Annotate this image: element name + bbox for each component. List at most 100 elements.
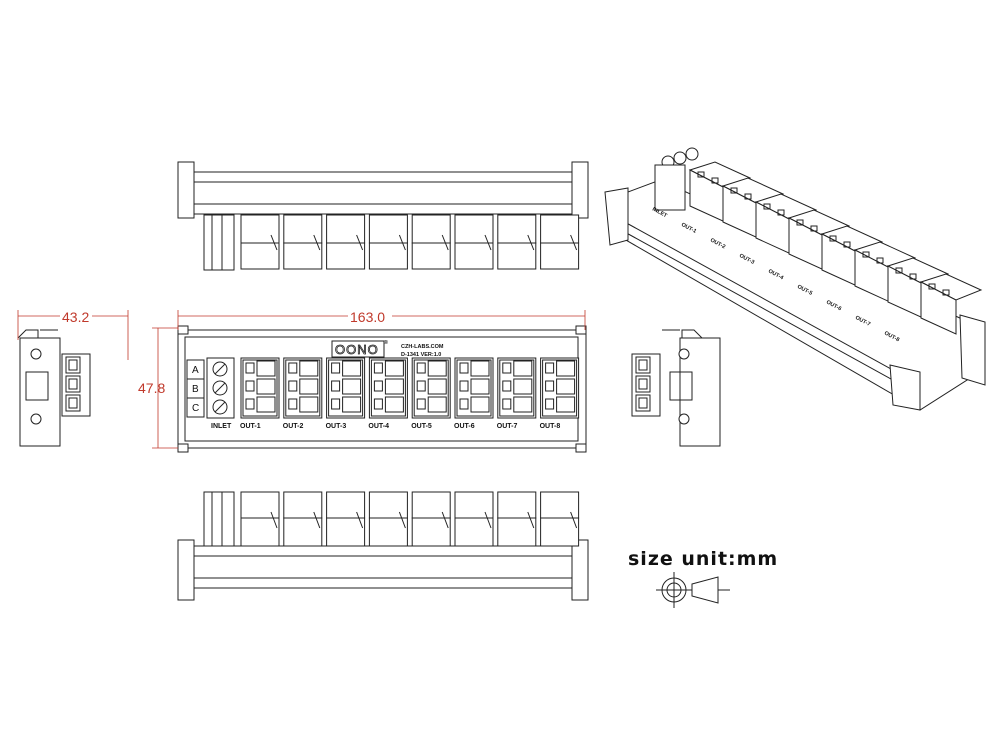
wire-entry [245,398,255,410]
output-label: OUT-4 [368,423,389,430]
release-button [299,378,319,395]
release-button [470,396,490,413]
terminal-label-b: B [192,384,199,395]
inlet-block [203,491,235,547]
dimension-length: 163.0 [350,309,385,325]
wire-entry [373,380,383,392]
bottom-view [177,491,589,601]
output-connector-inner [499,359,535,417]
output-label: OUT-5 [411,423,432,430]
screw-icon [678,348,690,360]
din-clip [662,329,703,339]
terminal-cell [635,375,651,393]
iso-wire-entry [730,187,738,194]
release-button [427,378,447,395]
release-button [513,360,533,377]
connector-plug [497,491,537,519]
screw-icon [30,348,42,360]
release-button [256,360,276,377]
wire-entry [331,380,341,392]
wire-entry [288,380,298,392]
drawing-line [570,511,578,529]
din-rail [184,545,581,589]
iso-wire-entry [697,171,705,178]
connector-top [497,517,537,547]
connector-top [240,517,280,547]
din-clip [17,329,58,339]
output-connector-inner [413,359,449,417]
connector-top [368,517,408,547]
output-connector-inner [328,359,364,417]
connector-top [454,517,494,547]
wire-entry [416,380,426,392]
drawing-line [398,234,406,251]
end-cap [575,325,587,335]
dimension-depth: 43.2 [62,309,89,325]
wire-entry [416,398,426,410]
release-button [384,378,404,395]
wire-entry [459,398,469,410]
drawing-line [270,511,278,529]
wire-entry [331,362,341,374]
connector-plug [283,242,323,270]
terminal-hole [68,359,78,371]
connector-top [283,517,323,547]
wire-entry [545,380,555,392]
output-label: OUT-1 [240,423,261,430]
output-connector-inner [456,359,492,417]
drawing-line [441,234,449,251]
terminal-label-box [186,397,205,418]
iso-wire-entry [876,257,884,264]
iso-inlet-block [654,164,686,211]
connector-plug [240,242,280,270]
connector-top [240,214,280,244]
terminal-cell [65,356,81,374]
connector-plug [240,491,280,519]
connector-top [283,214,323,244]
logo: OONO [335,342,379,357]
drawing-line [313,511,321,529]
output-label: OUT-2 [283,423,304,430]
iso-end-cap [959,314,986,386]
output-label: OUT-6 [454,423,475,430]
drawing-line [441,511,449,529]
connector-top [326,517,366,547]
output-connector-inner [370,359,406,417]
din-rail [184,171,581,215]
connector-plug [454,242,494,270]
drawing-line [527,234,535,251]
end-cap-left [177,161,195,219]
drawing-line [611,214,921,386]
screw-icon [30,413,42,425]
connector-plug [454,491,494,519]
connector-plug [411,491,451,519]
terminal-label-c: C [192,403,199,414]
terminal-hole [638,397,648,409]
terminal-hole [68,397,78,409]
iso-connector-front [920,281,957,335]
connector-top [540,214,580,244]
iso-wire-entry [909,273,917,280]
isometric-view: INLETOUT-1OUT-2OUT-3OUT-4OUT-5OUT-6OUT-7… [604,147,986,411]
output-label: OUT-7 [497,423,518,430]
wire-entry [502,362,512,374]
drawing-line [570,234,578,251]
iso-wire-entry [843,241,851,248]
output-connector-inner [542,359,578,417]
wire-entry [459,380,469,392]
release-button [556,378,576,395]
wire-entry [416,362,426,374]
output-connector-inner [242,359,278,417]
iso-wire-entry [744,193,752,200]
iso-wire-entry [810,225,818,232]
iso-screw-top [673,151,687,165]
connector-plug [540,491,580,519]
connector-top [411,517,451,547]
iso-wire-entry [763,203,771,210]
iso-wire-entry [796,219,804,226]
size-unit-note: size unit:mm [628,548,778,570]
drawing-line [356,511,364,529]
screw-icon [678,413,690,425]
